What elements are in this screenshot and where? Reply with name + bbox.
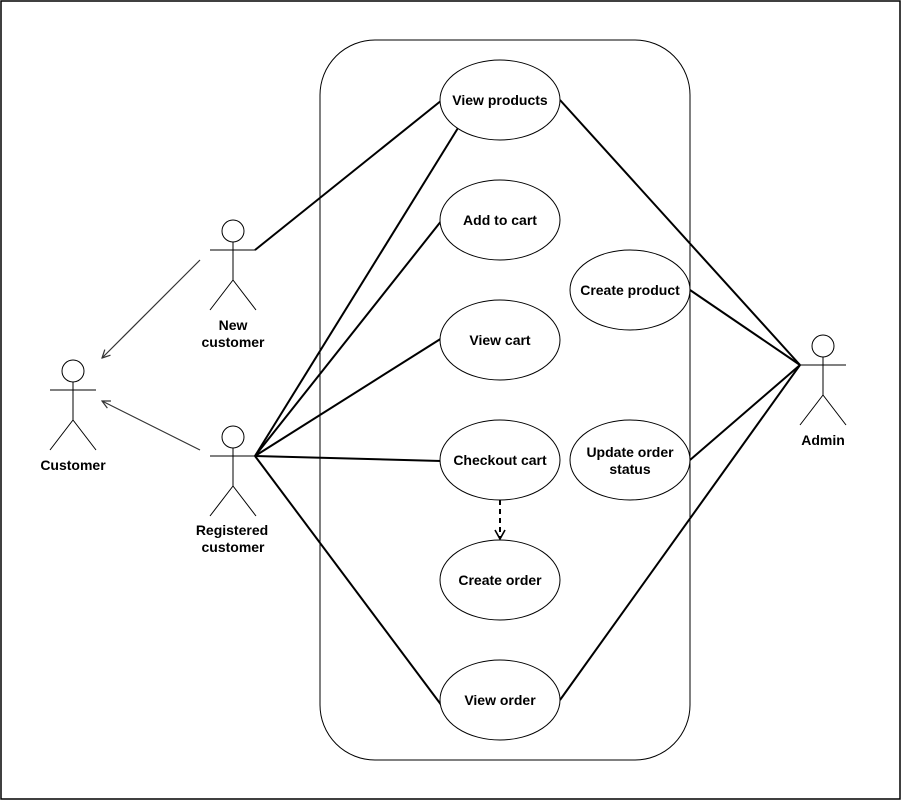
stick-figure-icon	[209, 219, 257, 311]
use-case-view-cart-label: View cart	[469, 332, 531, 348]
assoc-admin-update-order-status	[689, 364, 801, 461]
use-case-add-to-cart-label: Add to cart	[463, 212, 537, 228]
actor-registered-customer-label-line2: customer	[201, 539, 265, 555]
generalization-registered-to-customer	[102, 401, 201, 451]
assoc-new-customer-view-products	[254, 99, 443, 251]
actor-registered-customer[interactable]: Registered customer	[196, 425, 268, 555]
assoc-registered-view-cart	[254, 337, 443, 457]
generalization-new-to-customer	[102, 259, 201, 358]
use-case-add-to-cart[interactable]: Add to cart	[439, 179, 561, 261]
use-case-view-products-label: View products	[452, 92, 548, 108]
assoc-registered-view-order	[254, 455, 443, 707]
assoc-admin-view-products	[559, 99, 801, 366]
assoc-registered-add-to-cart	[254, 219, 443, 457]
use-case-view-order-label: View order	[464, 692, 536, 708]
stick-figure-icon	[799, 334, 847, 426]
use-case-view-cart[interactable]: View cart	[439, 299, 561, 381]
use-case-create-order-label: Create order	[458, 572, 542, 588]
use-case-view-products[interactable]: View products	[439, 59, 561, 141]
stick-figure-icon	[209, 425, 257, 517]
actor-registered-customer-label-line1: Registered	[196, 522, 268, 538]
use-case-update-order-status-label-line2: status	[609, 461, 650, 477]
use-case-create-order[interactable]: Create order	[439, 539, 561, 621]
system-boundary	[319, 39, 691, 761]
actor-new-customer[interactable]: New customer	[201, 219, 265, 350]
stick-figure-icon	[49, 359, 97, 451]
actor-customer[interactable]: Customer	[40, 359, 106, 473]
use-case-view-order[interactable]: View order	[439, 659, 561, 741]
actor-customer-label: Customer	[40, 457, 106, 473]
use-case-checkout-cart-label: Checkout cart	[453, 452, 547, 468]
use-case-update-order-status-label-line1: Update order	[586, 444, 674, 460]
actor-new-customer-label-line1: New	[219, 317, 248, 333]
actor-admin[interactable]: Admin	[799, 334, 847, 448]
use-case-update-order-status[interactable]: Update order status	[569, 419, 691, 501]
assoc-admin-create-product	[689, 289, 801, 366]
assoc-registered-checkout-cart	[254, 455, 442, 462]
use-case-create-product[interactable]: Create product	[569, 249, 691, 331]
use-case-create-product-label: Create product	[580, 282, 680, 298]
actor-admin-label: Admin	[801, 432, 845, 448]
assoc-admin-view-order	[559, 364, 801, 701]
actor-new-customer-label-line2: customer	[201, 334, 265, 350]
association-lines	[254, 99, 801, 707]
use-case-checkout-cart[interactable]: Checkout cart	[439, 419, 561, 501]
assoc-registered-view-products	[254, 127, 459, 457]
